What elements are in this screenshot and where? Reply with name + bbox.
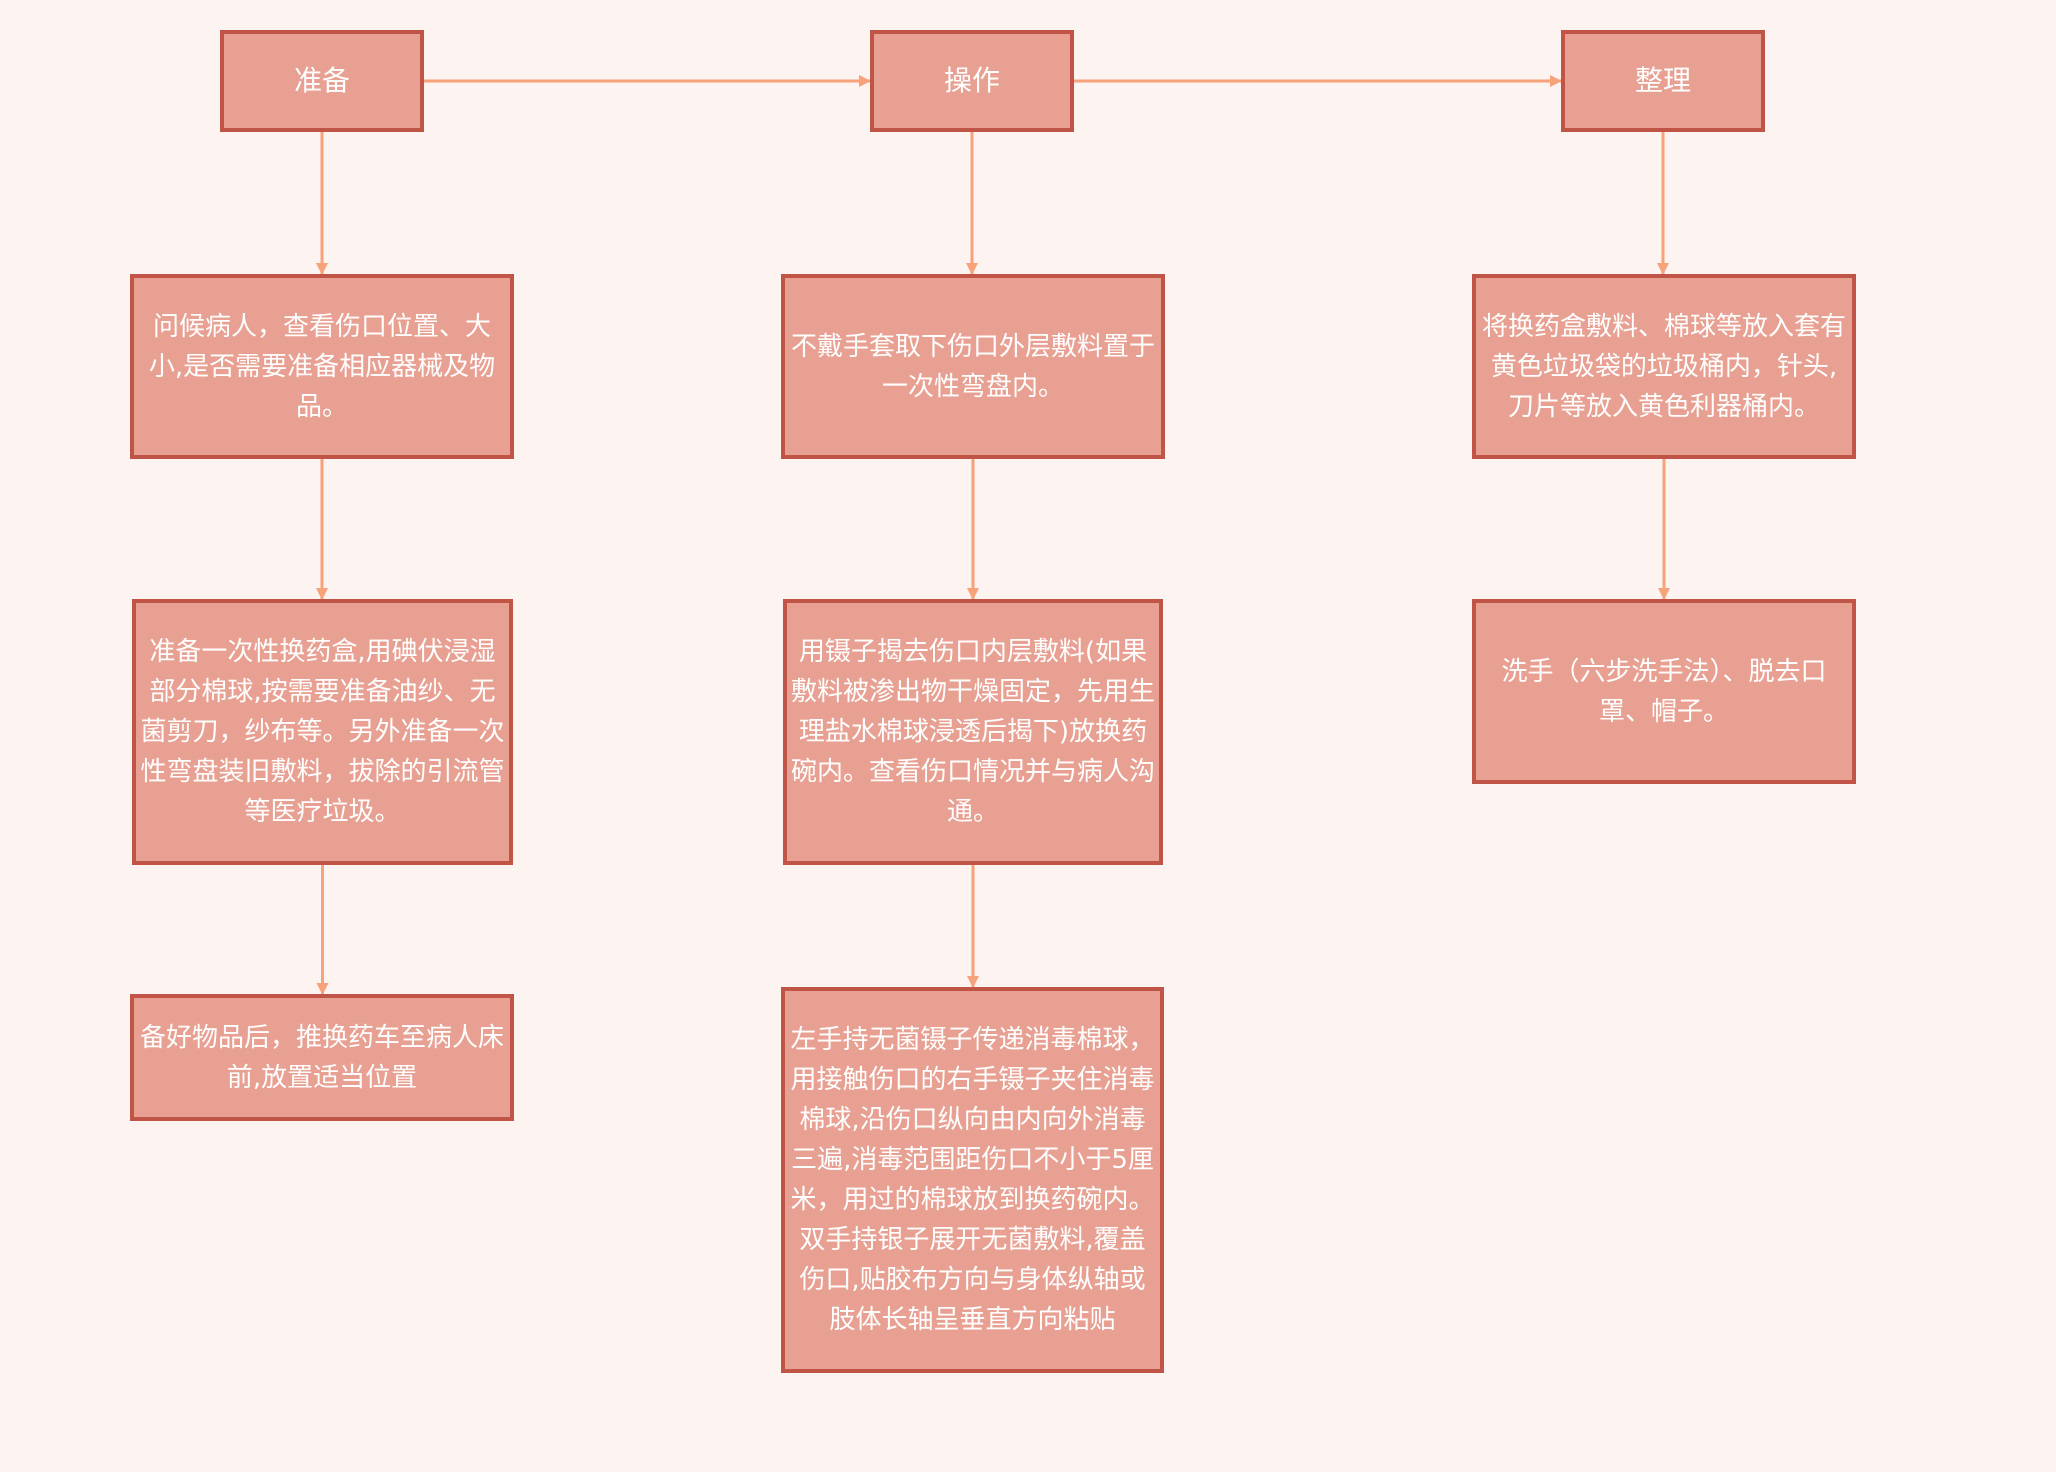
node-tidy-up-step-1-label: 将换药盒敷料、棉球等放入套有黄色垃圾袋的垃圾桶内，针头,刀片等放入黄色利器桶内。 — [1481, 311, 1846, 422]
node-prepare-label: 准备 — [293, 64, 350, 97]
node-prepare-step-2[interactable]: 准备一次性换药盒,用碘伏浸湿部分棉球,按需要准备油纱、无菌剪刀，纱布等。另外准备… — [132, 599, 513, 865]
node-operate-label: 操作 — [943, 64, 1000, 97]
node-prepare-step-2-label: 准备一次性换药盒,用碘伏浸湿部分棉球,按需要准备油纱、无菌剪刀，纱布等。另外准备… — [140, 637, 505, 827]
node-tidy-up-step-2[interactable]: 洗手（六步洗手法）、脱去口罩、帽子。 — [1472, 599, 1856, 784]
node-tidy-up[interactable]: 整理 — [1561, 30, 1765, 132]
node-prepare[interactable]: 准备 — [220, 30, 424, 132]
node-tidy-up-step-1[interactable]: 将换药盒敷料、棉球等放入套有黄色垃圾袋的垃圾桶内，针头,刀片等放入黄色利器桶内。 — [1472, 274, 1856, 459]
node-operate-step-2-label: 用镊子揭去伤口内层敷料(如果敷料被渗出物干燥固定，先用生理盐水棉球浸透后揭下)放… — [791, 637, 1156, 827]
node-prepare-step-1[interactable]: 问候病人，查看伤口位置、大小,是否需要准备相应器械及物品。 — [130, 274, 514, 459]
node-operate-step-1[interactable]: 不戴手套取下伤口外层敷料置于一次性弯盘内。 — [781, 274, 1165, 459]
node-prepare-step-1-label: 问候病人，查看伤口位置、大小,是否需要准备相应器械及物品。 — [148, 311, 496, 422]
node-operate-step-3[interactable]: 左手持无菌镊子传递消毒棉球，用接触伤口的右手镊子夹住消毒棉球,沿伤口纵向由内向外… — [781, 987, 1164, 1373]
node-operate-step-2[interactable]: 用镊子揭去伤口内层敷料(如果敷料被渗出物干燥固定，先用生理盐水棉球浸透后揭下)放… — [783, 599, 1163, 865]
node-operate[interactable]: 操作 — [870, 30, 1074, 132]
node-operate-step-3-label: 左手持无菌镊子传递消毒棉球，用接触伤口的右手镊子夹住消毒棉球,沿伤口纵向由内向外… — [790, 1025, 1155, 1335]
node-tidy-up-label: 整理 — [1634, 64, 1691, 97]
node-tidy-up-step-2-label: 洗手（六步洗手法）、脱去口罩、帽子。 — [1501, 656, 1827, 727]
node-prepare-step-3[interactable]: 备好物品后，推换药车至病人床前,放置适当位置 — [130, 994, 514, 1121]
node-prepare-step-3-label: 备好物品后，推换药车至病人床前,放置适当位置 — [139, 1022, 504, 1093]
node-operate-step-1-label: 不戴手套取下伤口外层敷料置于一次性弯盘内。 — [790, 331, 1155, 402]
